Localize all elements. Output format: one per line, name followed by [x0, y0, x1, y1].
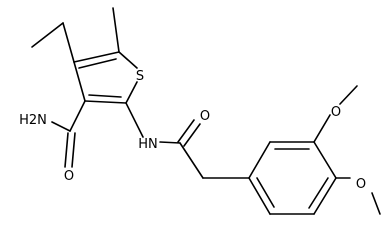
atom-acyl-oxygen: O [200, 109, 210, 124]
molecule-diagram: S H2N O HN O O O [19, 7, 381, 215]
bond-acyl-ch2 [179, 142, 204, 179]
bond-ethyl-ch2 [62, 22, 75, 63]
bond-carbonyl-nh2 [51, 121, 71, 132]
bond-ar-4-5 [313, 177, 337, 215]
bond-ar-1-2 [248, 141, 271, 179]
bond-ethyl-ch3 [31, 22, 64, 48]
bond-ar-4-5-double [308, 177, 329, 209]
atom-amide-oxygen: O [64, 169, 74, 184]
bond-ar-3-4 [313, 141, 337, 179]
atom-labels: S H2N O HN O O O [19, 69, 366, 192]
atom-methoxy-oxygen-2: O [356, 177, 366, 192]
bond-nh-acyl [159, 141, 181, 144]
bond-carbonyl-o-b [71, 132, 76, 168]
atom-methoxy-oxygen-1: O [331, 105, 341, 120]
bond-acyl-o-b [183, 123, 201, 147]
atom-sulfur: S [136, 69, 144, 84]
bond-c1-nh [125, 102, 144, 138]
atom-amide-nh: HN [138, 137, 158, 152]
bond-c1-c2 [84, 100, 127, 104]
bond-ar-6-1 [248, 177, 271, 215]
bond-acyl-o-a [177, 119, 195, 143]
bond-ar-meo1 [313, 114, 331, 143]
bond-c4-s [118, 51, 138, 69]
bonds [31, 7, 381, 215]
bond-c3-c4-double [78, 58, 117, 69]
atom-amine-nh2: H2N [19, 113, 47, 128]
bond-carbonyl-o-a [64, 132, 69, 168]
bond-c1-c2-double [88, 94, 122, 98]
bond-meo2-ch3 [371, 192, 381, 215]
bond-ar-6-1-double [256, 177, 275, 208]
bond-s-c1 [125, 81, 138, 104]
bond-c4-methyl [112, 7, 120, 53]
bond-c3-c4 [73, 51, 120, 63]
bond-meo1-ch3 [339, 85, 358, 105]
bond-c2-c3 [73, 61, 86, 102]
bond-c2-carbonyl [69, 100, 86, 132]
